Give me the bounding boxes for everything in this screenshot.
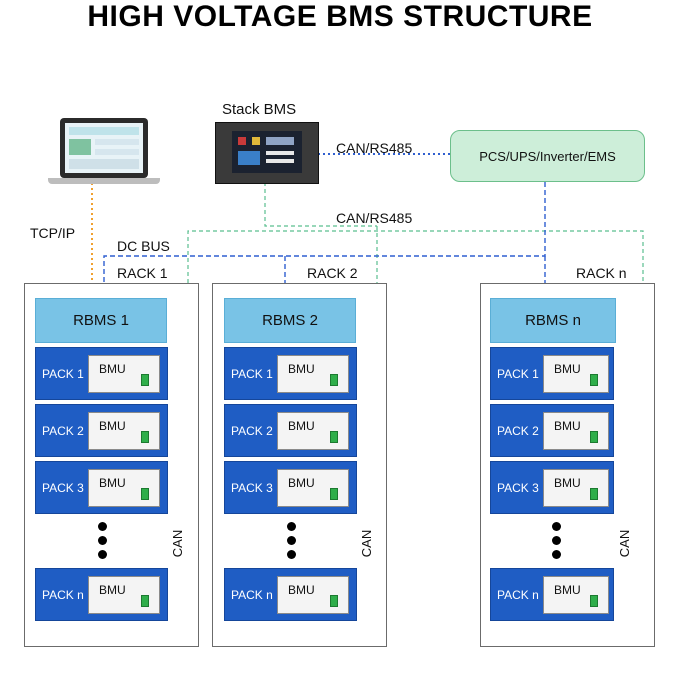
pack-box: PACK n BMU — [490, 568, 614, 621]
bmu-label: BMU — [554, 583, 581, 597]
ellipsis-dot — [552, 536, 561, 545]
ellipsis-dot — [552, 522, 561, 531]
rbms-label: RBMS 2 — [262, 312, 318, 329]
stack-can-line — [264, 182, 377, 227]
pack-box: PACK 1 BMU — [35, 347, 168, 400]
pack-box: PACK n BMU — [224, 568, 357, 621]
pack-box: PACK 2 BMU — [224, 404, 357, 457]
ellipsis-dot — [287, 522, 296, 531]
bmu-module: BMU — [543, 412, 609, 450]
bmu-led-icon — [141, 374, 149, 386]
pack-label: PACK 1 — [497, 366, 539, 381]
bmu-led-icon — [330, 488, 338, 500]
pack-box: PACK 3 BMU — [490, 461, 614, 514]
bmu-module: BMU — [88, 576, 160, 614]
bmu-module: BMU — [88, 355, 160, 393]
stack-bms-screen — [232, 131, 302, 173]
bmu-module: BMU — [543, 355, 609, 393]
can-label: CAN — [617, 529, 633, 558]
bmu-label: BMU — [288, 476, 315, 490]
bmu-label: BMU — [554, 419, 581, 433]
rbms-label: RBMS n — [525, 312, 581, 329]
ellipsis-dot — [552, 550, 561, 559]
dc-bus-line — [103, 182, 546, 298]
dc-bus-label: DC BUS — [117, 238, 170, 254]
pack-box: PACK 2 BMU — [490, 404, 614, 457]
pcs-box: PCS/UPS/Inverter/EMS — [450, 130, 645, 182]
bmu-module: BMU — [88, 469, 160, 507]
rack-label: RACK 2 — [307, 265, 358, 281]
pack-label: PACK 3 — [231, 480, 273, 495]
bmu-led-icon — [141, 595, 149, 607]
laptop-icon — [60, 118, 148, 178]
bmu-label: BMU — [288, 583, 315, 597]
bmu-label: BMU — [554, 476, 581, 490]
rack-label: RACK n — [576, 265, 627, 281]
bmu-label: BMU — [288, 419, 315, 433]
bmu-label: BMU — [99, 419, 126, 433]
pack-label: PACK n — [497, 587, 539, 602]
bmu-led-icon — [330, 595, 338, 607]
pack-box: PACK 3 BMU — [224, 461, 357, 514]
pack-box: PACK n BMU — [35, 568, 168, 621]
pack-label: PACK n — [231, 587, 273, 602]
bmu-label: BMU — [99, 583, 126, 597]
laptop-base — [48, 178, 160, 184]
can-label: CAN — [359, 529, 375, 558]
ellipsis-dot — [98, 550, 107, 559]
pack-label: PACK 3 — [497, 480, 539, 495]
ellipsis-dot — [287, 550, 296, 559]
bmu-led-icon — [590, 488, 598, 500]
bmu-led-icon — [330, 431, 338, 443]
ellipsis-dot — [98, 536, 107, 545]
bmu-module: BMU — [277, 576, 349, 614]
bmu-label: BMU — [288, 362, 315, 376]
pack-box: PACK 1 BMU — [490, 347, 614, 400]
pack-label: PACK n — [42, 587, 84, 602]
can-label: CAN — [170, 529, 186, 558]
pack-label: PACK 1 — [42, 366, 84, 381]
bmu-label: BMU — [99, 362, 126, 376]
pack-box: PACK 2 BMU — [35, 404, 168, 457]
bmu-led-icon — [141, 488, 149, 500]
pack-box: PACK 3 BMU — [35, 461, 168, 514]
rbms-label: RBMS 1 — [73, 312, 129, 329]
can-rs485-mid-label: CAN/RS485 — [336, 210, 413, 226]
bmu-led-icon — [330, 374, 338, 386]
bmu-module: BMU — [543, 576, 609, 614]
rbms-box: RBMS 1 — [35, 298, 167, 343]
bmu-label: BMU — [554, 362, 581, 376]
ellipsis-dot — [98, 522, 107, 531]
pack-label: PACK 2 — [497, 423, 539, 438]
bmu-module: BMU — [88, 412, 160, 450]
pcs-label: PCS/UPS/Inverter/EMS — [479, 148, 616, 164]
bmu-module: BMU — [277, 355, 349, 393]
pack-box: PACK 1 BMU — [224, 347, 357, 400]
can-rs485-top-label: CAN/RS485 — [336, 140, 413, 156]
rack-label: RACK 1 — [117, 265, 168, 281]
stack-bms-label: Stack BMS — [222, 101, 297, 118]
rbms-box: RBMS n — [490, 298, 616, 343]
bmu-led-icon — [590, 595, 598, 607]
bmu-module: BMU — [277, 469, 349, 507]
bmu-module: BMU — [543, 469, 609, 507]
bmu-led-icon — [590, 374, 598, 386]
pack-label: PACK 1 — [231, 366, 273, 381]
pack-label: PACK 3 — [42, 480, 84, 495]
tcp-ip-label: TCP/IP — [30, 225, 76, 241]
stack-bms-device — [215, 122, 319, 184]
bmu-led-icon — [590, 431, 598, 443]
pack-label: PACK 2 — [231, 423, 273, 438]
bmu-led-icon — [141, 431, 149, 443]
ellipsis-dot — [287, 536, 296, 545]
bmu-label: BMU — [99, 476, 126, 490]
rbms-box: RBMS 2 — [224, 298, 356, 343]
pack-label: PACK 2 — [42, 423, 84, 438]
bmu-module: BMU — [277, 412, 349, 450]
diagram-title: HIGH VOLTAGE BMS STRUCTURE — [87, 0, 593, 33]
